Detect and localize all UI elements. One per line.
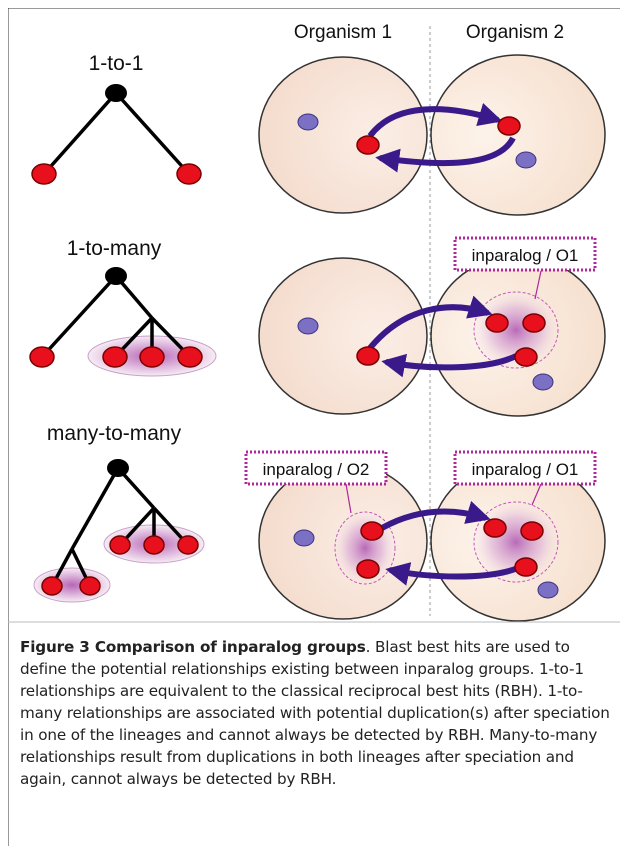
gene-node [29,346,55,368]
other-gene [293,529,315,547]
gene-node [79,576,101,596]
gene-node [41,576,63,596]
other-gene [532,373,554,391]
best-hit-arrow [367,295,493,350]
gene-node [139,346,165,368]
gene-node [102,346,128,368]
tag-label: inparalog / O1 [472,246,579,265]
gene-node [177,535,199,555]
figure-caption: Figure 3 Comparison of inparalog groups.… [20,636,618,790]
best-hit-arrow [367,102,503,138]
gene-node [356,346,380,366]
tree-1tomany [29,267,217,377]
tree-node [105,267,127,285]
tree-manytomany [33,459,205,603]
cells-1tomany [258,255,606,417]
gene-node [522,313,546,333]
row-label-1to1: 1-to-1 [89,52,144,75]
gene-node [514,347,538,367]
other-gene [297,317,319,335]
caption-title: Figure 3 Comparison of inparalog groups [20,638,366,656]
inparalog-tag-row3-o1: inparalog / O1 [453,450,597,486]
organism2-cell [430,54,606,216]
gene-node [143,535,165,555]
cells-manytomany [258,460,606,622]
best-hit-arrow [375,136,516,173]
tag-label: inparalog / O1 [472,460,579,479]
gene-node [483,518,507,538]
gene-node [109,535,131,555]
tree-1to1 [31,84,202,185]
tag-box [244,450,388,486]
gene-node [176,163,202,185]
cells-1to1 [258,54,606,216]
figure: Organism 1 Organism 2 1-to-1 1-to-many [8,8,620,846]
gene-node [520,521,544,541]
best-hit-arrow [380,500,491,531]
organism1-cell [258,56,428,214]
tag-connector [345,483,352,514]
other-gene [515,151,537,169]
gene-node [514,557,538,577]
tag-box [453,236,597,272]
tag-connector [531,483,542,506]
tag-label: inparalog / O2 [263,460,370,479]
gene-node [360,521,384,541]
other-gene [297,113,319,131]
inparalog-tag-row2-o1: inparalog / O1 [453,236,597,272]
gene-node [31,163,57,185]
tree-node [107,459,129,477]
gene-node [356,559,380,579]
best-hit-arrow [385,562,520,586]
organism1-cell [258,257,428,415]
figure-diagram: Organism 1 Organism 2 1-to-1 1-to-many [8,8,620,846]
best-hit-arrow [381,353,518,378]
tag-box [453,450,597,486]
tree-node [105,84,127,102]
gene-node [485,313,509,333]
row-label-manytomany: many-to-many [47,422,182,445]
column-header-organism1: Organism 1 [294,22,392,43]
column-header-organism2: Organism 2 [466,22,564,43]
row-label-1tomany: 1-to-many [67,237,162,260]
inparalog-group [473,291,559,369]
inparalog-tag-row3-o2: inparalog / O2 [244,450,388,486]
tag-connector [534,270,542,300]
gene-node [356,135,380,155]
gene-node [177,346,203,368]
gene-node [497,116,521,136]
caption-body: . Blast best hits are used to define the… [20,638,610,788]
other-gene [537,581,559,599]
